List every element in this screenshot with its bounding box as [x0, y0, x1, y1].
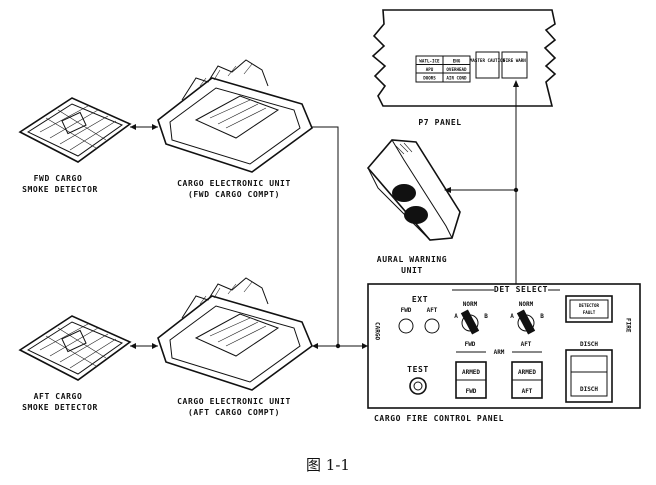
p7-cell-6: AIR COND — [446, 76, 467, 81]
control-panel-title: CARGO FIRE CONTROL PANEL — [374, 414, 504, 423]
p7-annunciator-block: WATL-ICE ENG APU OVERHEAD DOORS AIR COND — [415, 55, 471, 83]
aft-armed-label: ARMED — [518, 369, 536, 376]
ext-aft-light — [424, 318, 440, 334]
master-caution-light: MASTER CAUTION — [470, 51, 506, 79]
fire-warn-label: FIRE WARN — [503, 58, 526, 63]
fwd-smoke-detector: FWD CARGO SMOKE DETECTOR — [18, 97, 132, 194]
arm-fwd-label: FWD — [465, 341, 476, 348]
test-button[interactable] — [409, 377, 427, 395]
speaker-icon — [404, 206, 428, 224]
aft-norm-label: NORM — [519, 301, 534, 308]
test-label: TEST — [407, 365, 429, 374]
master-caution-label: MASTER CAUTION — [470, 58, 506, 63]
fwd-knob-b-label: B — [484, 313, 488, 320]
p7-panel-outline — [371, 9, 557, 107]
arm-aft-label: AFT — [521, 341, 532, 348]
detector-fault-label-2: FAULT — [583, 310, 596, 315]
aft-det-select-knob[interactable]: NORM A B — [510, 301, 544, 335]
aft-arm-switch[interactable]: ARMED AFT — [511, 361, 543, 399]
aft-cargo-electronic-unit: CARGO ELECTRONIC UNIT (AFT CARGO COMPT) — [157, 277, 313, 417]
fwd-det-select-knob[interactable]: NORM A B — [454, 301, 488, 335]
ext-label: EXT — [412, 295, 428, 304]
aft-switch-label: AFT — [522, 388, 533, 395]
disch-bottom-label: DISCH — [580, 386, 598, 393]
ext-fwd-light — [398, 318, 414, 334]
ceu-bus — [312, 126, 339, 346]
aural-warning-unit: AURAL WARNING UNIT — [366, 139, 461, 275]
detector-fault-light: DETECTOR FAULT — [565, 295, 613, 323]
aft-knob-a-label: A — [510, 313, 514, 320]
speaker-icon — [392, 184, 416, 202]
aft-ceu-label-1: CARGO ELECTRONIC UNIT — [177, 397, 291, 406]
p7-cell-4: OVERHEAD — [446, 67, 467, 72]
arm-label: ARM — [494, 349, 505, 356]
detector-fault-label-1: DETECTOR — [579, 303, 600, 308]
fire-warn-light: FIRE WARN — [501, 51, 528, 79]
p7-cell-5: DOORS — [423, 76, 436, 81]
fwd-arm-switch[interactable]: ARMED FWD — [455, 361, 487, 399]
p7-panel: WATL-ICE ENG APU OVERHEAD DOORS AIR COND… — [371, 9, 557, 127]
fwd-cargo-electronic-unit: CARGO ELECTRONIC UNIT (FWD CARGO COMPT) — [157, 59, 313, 199]
aft-knob-b-label: B — [540, 313, 544, 320]
fwd-switch-label: FWD — [466, 388, 477, 395]
wiring — [130, 80, 519, 349]
ext-aft-label: AFT — [427, 307, 438, 314]
disch-top-label: DISCH — [580, 341, 598, 348]
fwd-armed-label: ARMED — [462, 369, 480, 376]
aft-ceu-label-2: (AFT CARGO COMPT) — [188, 408, 280, 417]
fwd-detector-label-2: SMOKE DETECTOR — [22, 185, 98, 194]
p7-panel-label: P7 PANEL — [418, 118, 461, 127]
side-label-cargo: CARGO — [374, 322, 381, 340]
disch-switch[interactable]: DISCH DISCH — [565, 341, 613, 403]
p7-cell-3: APU — [426, 67, 434, 72]
det-select-label: DET SELECT — [494, 285, 548, 294]
side-label-fire: FIRE — [625, 318, 632, 333]
fwd-knob-a-label: A — [454, 313, 458, 320]
figure-caption: 图 1-1 — [306, 456, 350, 474]
fwd-ceu-label-2: (FWD CARGO COMPT) — [188, 190, 280, 199]
aft-smoke-detector: AFT CARGO SMOKE DETECTOR — [18, 315, 132, 412]
aural-warning-label-1: AURAL WARNING — [377, 255, 447, 264]
fwd-ceu-label-1: CARGO ELECTRONIC UNIT — [177, 179, 291, 188]
fwd-norm-label: NORM — [463, 301, 478, 308]
fwd-detector-label-1: FWD CARGO — [34, 174, 83, 183]
p7-cell-2: ENG — [453, 59, 461, 64]
ext-fwd-label: FWD — [401, 307, 412, 314]
aural-warning-label-2: UNIT — [401, 266, 423, 275]
aft-detector-label-2: SMOKE DETECTOR — [22, 403, 98, 412]
control-panel-frame — [367, 283, 641, 409]
p7-cell-1: WATL-ICE — [419, 59, 440, 64]
aft-detector-label-1: AFT CARGO — [34, 392, 83, 401]
cargo-fire-control-panel: CARGO FIRE DET SELECT EXT FWD AFT NORM A… — [367, 283, 641, 423]
